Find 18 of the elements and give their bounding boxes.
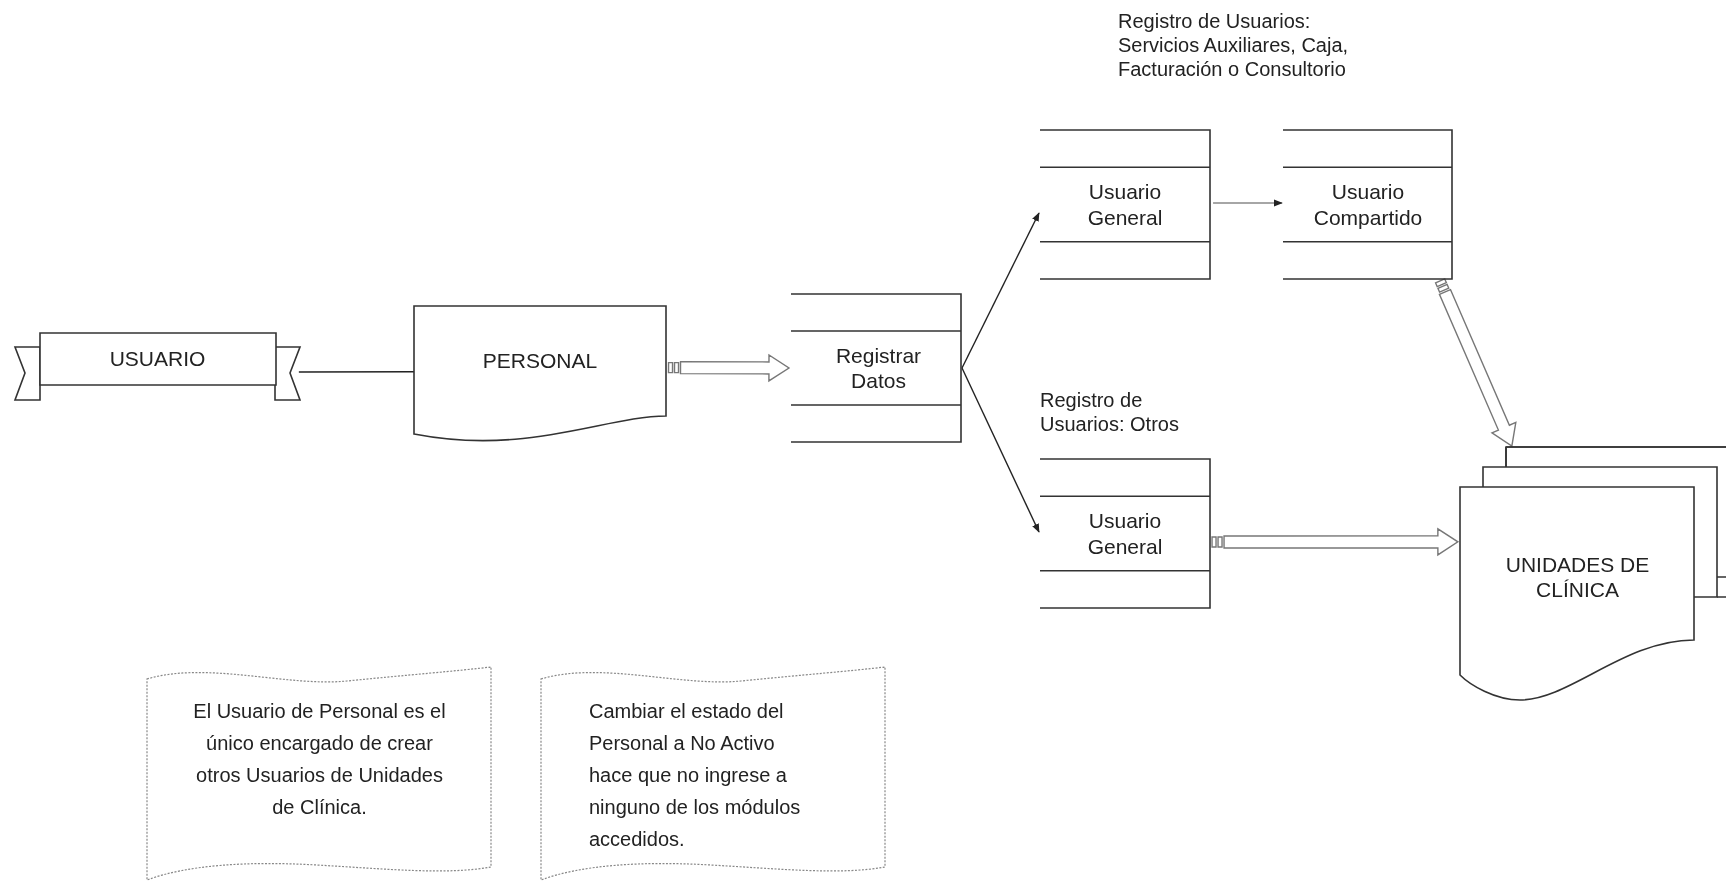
note-text: El Usuario de Personal es el único encargado de crear otros Usuarios de Unidades de Clínica. — [192, 699, 447, 820]
section-heading: Registro de Usuarios: Servicios Auxiliares, Caja, Facturación o Consultorio — [1118, 9, 1350, 81]
node-label: Usuario General — [1086, 508, 1164, 559]
section-heading: Registro de Usuarios: Otros — [1040, 388, 1180, 436]
node-label: PERSONAL — [482, 348, 598, 374]
arrow — [1213, 199, 1283, 207]
node-label: Usuario Compartido — [1312, 179, 1424, 230]
connector-line — [298, 371, 415, 373]
node-label: Registrar Datos — [834, 342, 923, 394]
note-text: Cambiar el estado del Personal a No Activo hace que no ingrese a ninguno de los módulos accedidos. — [589, 699, 802, 852]
block-arrow — [1211, 527, 1460, 557]
arrow — [961, 367, 1040, 533]
node-label: UNIDADES DE CLÍNICA — [1504, 551, 1651, 603]
arrow — [961, 212, 1040, 369]
node-label: Usuario General — [1086, 179, 1164, 230]
block-arrow — [667, 353, 791, 383]
node-label: USUARIO — [109, 346, 206, 372]
block-arrow — [1434, 278, 1517, 448]
